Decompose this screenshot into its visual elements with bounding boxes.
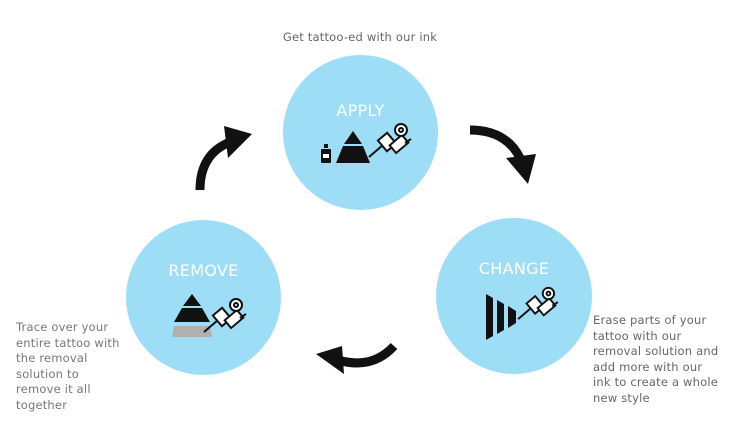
tattoo-machine-icon — [368, 123, 412, 158]
curved-arrow-remove-to-apply — [195, 126, 252, 191]
step-apply-label: APPLY — [336, 101, 385, 120]
curved-arrow-apply-to-change — [469, 125, 536, 184]
tattoo-machine-icon — [203, 298, 247, 333]
caption-change: Erase parts of your tattoo with our remo… — [593, 313, 719, 405]
step-change-circle: CHANGE — [436, 218, 592, 374]
step-change-label: CHANGE — [478, 259, 550, 278]
tattoo-machine-icon — [517, 286, 559, 320]
pyramid-icon — [172, 294, 212, 337]
step-apply-circle: APPLY — [283, 55, 438, 210]
ink-bottle-icon — [321, 144, 331, 163]
step-remove-label: REMOVE — [168, 261, 239, 280]
caption-remove: Trace over your entire tattoo with the r… — [16, 320, 120, 412]
erase-bars-icon — [486, 294, 516, 340]
pyramid-icon — [336, 131, 370, 163]
curved-arrow-change-to-remove — [316, 342, 398, 374]
step-remove-circle: REMOVE — [126, 220, 281, 375]
caption-apply: Get tattoo-ed with our ink — [282, 30, 438, 44]
